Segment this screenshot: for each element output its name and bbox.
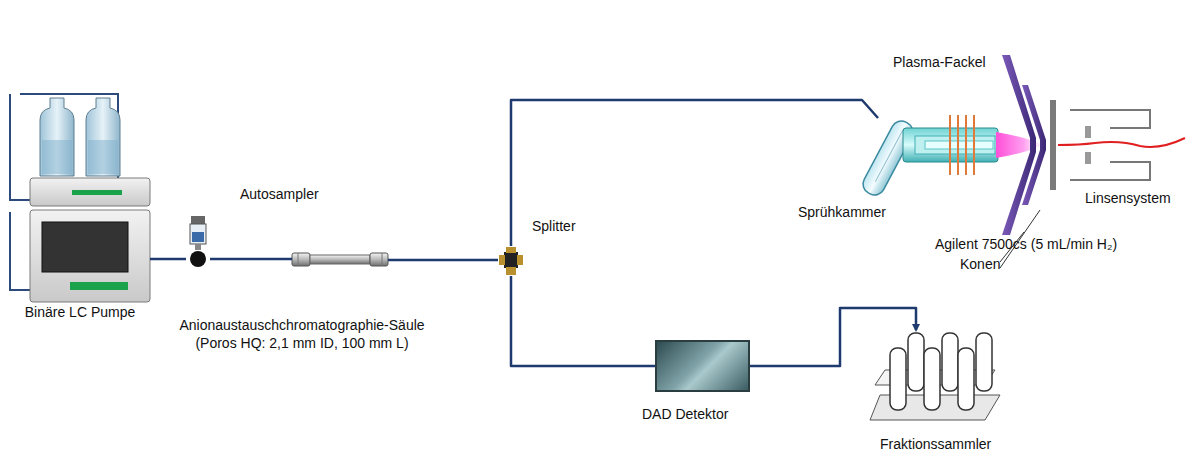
lens-system-part: [1085, 152, 1091, 164]
splitter: Splitter: [498, 246, 524, 276]
splitter-tee-part: [504, 252, 518, 268]
plasma-torch-part-part: [965, 115, 967, 175]
autosampler-part: [190, 224, 206, 244]
lc-pump-part: [88, 140, 118, 174]
fraction-collector: [870, 333, 1000, 420]
instrument-label: Agilent 7500cs (5 mL/min H₂): [935, 236, 1117, 254]
column-part: [292, 253, 310, 266]
autosampler: [190, 216, 206, 267]
component-label: Sprühkammer: [798, 204, 886, 222]
splitter-tee-part: [499, 255, 505, 265]
splitter-tee-part: [517, 255, 523, 265]
cones-label: Konen: [960, 256, 1000, 274]
cones-part: [1050, 100, 1056, 190]
torch-label: Plasma-Fackel: [893, 54, 986, 72]
splitter-tee: [499, 247, 523, 275]
lens-system-part: [1058, 138, 1185, 147]
lens-label: Linsensystem: [1085, 190, 1171, 208]
spray-chamber: Sprühkammer: [868, 118, 910, 202]
lc-pump: [10, 94, 150, 302]
tubing-connector: [750, 308, 916, 366]
autosampler-part: [190, 251, 206, 267]
fraction-collector-part-part: [924, 348, 940, 410]
cones-part: [1002, 55, 1036, 235]
autosampler: Autosampler: [186, 214, 210, 268]
lc-pump-part: [30, 178, 150, 206]
column-part: [298, 253, 299, 266]
spray-chamber-part-part: [875, 130, 903, 182]
autosampler-part: [192, 232, 204, 242]
fraction-collector-part-part: [942, 333, 958, 391]
chromatography-column: Anionaustauschchromatographie-Säule (Por…: [292, 251, 388, 268]
lc-pump-part: [30, 210, 150, 302]
dad-detector: DAD Detektor: [655, 340, 750, 392]
lc-pump-part: [86, 98, 120, 176]
cones-part: [1022, 85, 1046, 205]
lc-pump: Binäre LC Pumpe: [10, 90, 150, 302]
component-label: DAD Detektor: [642, 406, 728, 424]
column-part: [382, 253, 383, 266]
lc-pump-part: [70, 282, 128, 290]
column-part: [370, 253, 388, 266]
lc-pump-part: [40, 98, 74, 176]
column-part: [310, 255, 370, 264]
plasma-torch-part-part: [957, 115, 959, 175]
splitter-tee-part: [506, 267, 516, 275]
lens-system: [1058, 110, 1185, 180]
autosampler-part: [191, 216, 205, 224]
autosampler-part: [195, 244, 201, 250]
plasma-torch-part: [915, 136, 995, 154]
component-label: Binäre LC Pumpe: [10, 304, 150, 322]
tubing-connector: [210, 258, 292, 261]
plasma-torch: [903, 115, 1042, 175]
component-label: Autosampler: [240, 186, 319, 204]
lens-system-part: [1085, 126, 1091, 138]
plasma-torch-part: [950, 115, 974, 175]
fraction-collector-part-part: [976, 333, 992, 391]
component-label: Splitter: [532, 218, 576, 236]
tubing-connector: [388, 259, 498, 262]
fraction-collector-part-part: [890, 348, 906, 410]
fraction-collector-part-part: [908, 333, 924, 391]
tubing-connector: [150, 258, 186, 261]
splitter-tee-part: [506, 247, 516, 253]
lc-pump-part: [42, 222, 128, 272]
fraction-collector-part-part: [958, 348, 974, 410]
fraction-collector-part: [890, 333, 992, 410]
fraction-collector: Fraktionssammler: [878, 330, 1002, 412]
tubing-connector: [511, 276, 655, 366]
component-label: Anionaustauschchromatographie-Säule (Por…: [170, 317, 434, 352]
lc-pump-part: [72, 190, 122, 195]
plasma-torch-part-part: [949, 115, 951, 175]
lc-pump-part: [42, 140, 72, 174]
component-label: Fraktionssammler: [880, 436, 991, 454]
plasma-torch-part-part: [973, 115, 975, 175]
column: [292, 253, 388, 266]
tubing-connector: [511, 100, 878, 246]
